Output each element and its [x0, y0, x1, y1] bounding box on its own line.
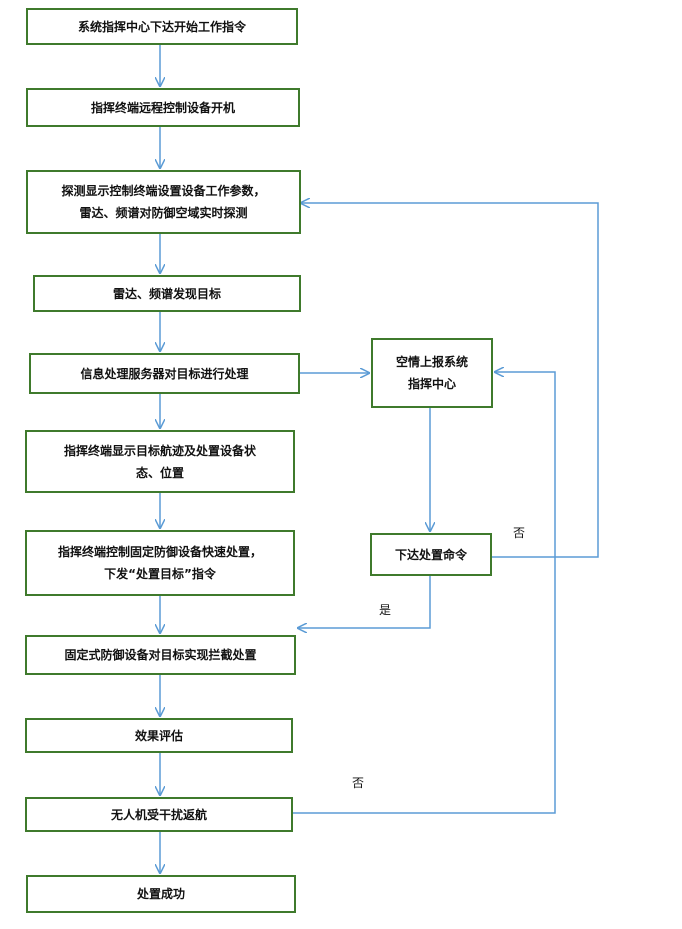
node-report: 空情上报系统 指挥中心 [371, 338, 493, 408]
arrow-order-no-detect [301, 203, 599, 558]
node-process: 信息处理服务器对目标进行处理 [29, 353, 300, 394]
node-found: 雷达、频谱发现目标 [33, 275, 301, 312]
node-success-line-1: 处置成功 [136, 887, 185, 901]
node-detect-line-1: 探测显示控制终端设置设备工作参数， [61, 184, 266, 198]
node-boot: 指挥终端远程控制设备开机 [26, 88, 300, 127]
node-intercept-line-1: 固定式防御设备对目标实现拦截处置 [64, 648, 257, 662]
arrow-uav-no-report [293, 372, 556, 814]
node-eval-line-1: 效果评估 [134, 728, 183, 743]
node-start-line-1: 系统指挥中心下达开始工作指令 [77, 19, 246, 34]
node-order-line-1: 下达处置命令 [394, 547, 467, 562]
node-report-line-2: 指挥中心 [407, 377, 456, 391]
node-display-line-2: 态、位置 [135, 465, 184, 480]
label-order-no: 否 [513, 526, 526, 540]
node-display: 指挥终端显示目标航迹及处置设备状 态、位置 [25, 430, 295, 493]
node-intercept: 固定式防御设备对目标实现拦截处置 [25, 635, 296, 675]
node-found-line-1: 雷达、频谱发现目标 [112, 286, 221, 301]
node-detect: 探测显示控制终端设置设备工作参数， 雷达、频谱对防御空域实时探测 [26, 170, 301, 234]
node-uav-line-1: 无人机受干扰返航 [110, 807, 207, 822]
node-detect-line-2: 雷达、频谱对防御空域实时探测 [79, 206, 248, 220]
node-control: 指挥终端控制固定防御设备快速处置， 下发“处置目标”指令 [25, 530, 295, 596]
node-order: 下达处置命令 [370, 533, 492, 576]
node-display-line-1: 指挥终端显示目标航迹及处置设备状 [63, 443, 256, 458]
node-process-line-1: 信息处理服务器对目标进行处理 [80, 366, 249, 381]
node-report-line-1: 空情上报系统 [395, 355, 468, 369]
label-order-yes: 是 [379, 603, 392, 617]
node-success: 处置成功 [26, 875, 296, 913]
arrow-order-yes-intercept [298, 576, 431, 628]
node-start: 系统指挥中心下达开始工作指令 [26, 8, 298, 45]
node-uav: 无人机受干扰返航 [25, 797, 293, 832]
label-uav-no: 否 [352, 776, 365, 790]
node-eval: 效果评估 [25, 718, 293, 753]
node-boot-line-1: 指挥终端远程控制设备开机 [90, 100, 235, 115]
node-control-line-2: 下发“处置目标”指令 [104, 567, 216, 581]
node-control-line-1: 指挥终端控制固定防御设备快速处置， [57, 545, 262, 559]
